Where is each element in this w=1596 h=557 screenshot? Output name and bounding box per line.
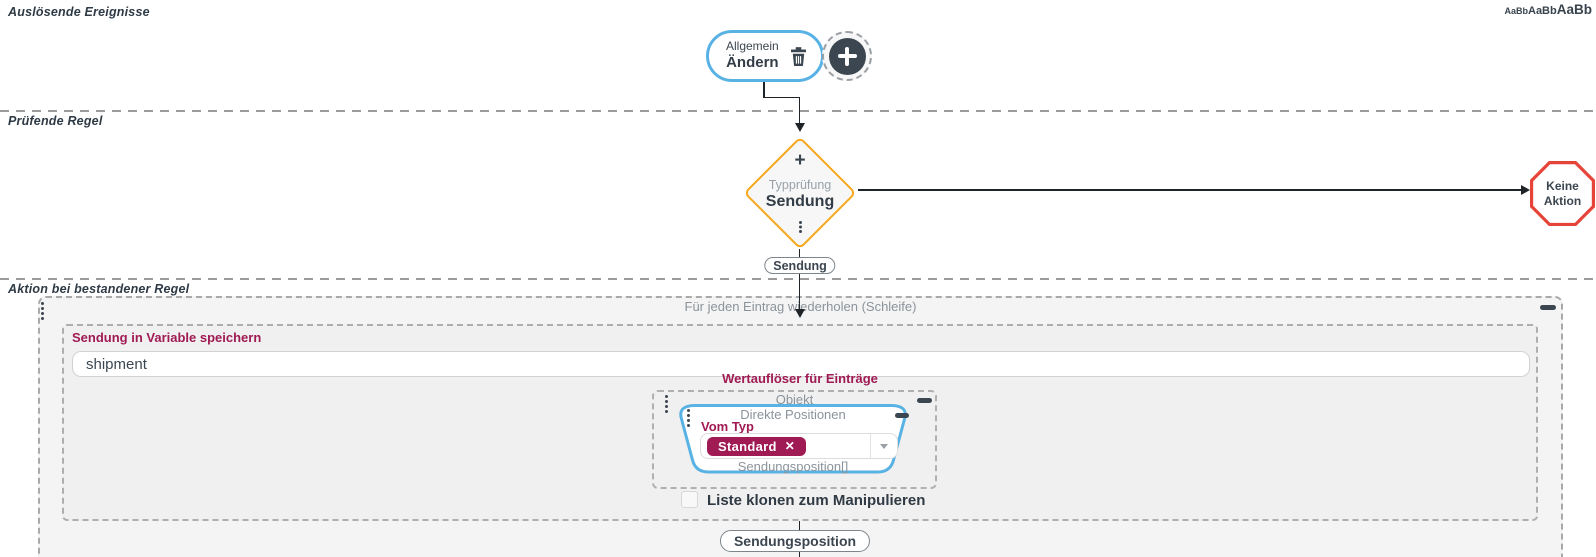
edge-label-sendung: Sendung <box>764 257 836 274</box>
drag-handle-icon[interactable] <box>687 409 690 412</box>
connector-line <box>763 82 765 98</box>
trigger-node-text: Allgemein Ändern <box>726 39 779 72</box>
result-type-hint: Sendungsposition[] <box>737 459 849 474</box>
chip-label: Standard <box>718 438 777 454</box>
section-label-triggering-events: Auslösende Ereignisse <box>8 5 150 19</box>
delete-trigger-button[interactable] <box>789 46 808 67</box>
collapse-positions-button[interactable] <box>895 413 909 418</box>
section-divider <box>0 278 1596 280</box>
rule-category: Typprüfung <box>768 178 832 192</box>
section-label-action-on-passed-rule: Aktion bei bestandener Regel <box>8 282 190 296</box>
font-size-large[interactable]: AaBb <box>1556 2 1592 17</box>
vom-typ-label: Vom Typ <box>701 419 754 434</box>
remove-chip-icon[interactable]: ✕ <box>784 439 796 453</box>
arrowhead-down-icon <box>794 309 805 318</box>
drag-handle-icon[interactable] <box>41 302 44 305</box>
edge-label-sendungsposition: Sendungsposition <box>719 530 871 552</box>
rule-node-content: + Typprüfung Sendung <box>740 142 860 248</box>
no-action-label: Keine Aktion <box>1533 164 1592 223</box>
connector-line <box>763 96 800 98</box>
collapse-object-button[interactable] <box>917 398 932 403</box>
rule-name: Sendung <box>765 192 835 210</box>
positions-container-title: Direkte Positionen <box>740 407 846 422</box>
clone-list-label: Liste klonen zum Manipulieren <box>707 492 926 509</box>
type-select-dropdown[interactable]: Standard ✕ <box>700 433 898 459</box>
add-condition-button[interactable]: + <box>794 150 806 171</box>
arrowhead-down-icon <box>794 123 805 132</box>
object-resolver-container[interactable] <box>652 390 937 489</box>
save-variable-label: Sendung in Variable speichern <box>72 330 262 345</box>
arrowhead-right-icon <box>1521 184 1530 195</box>
collapse-loop-button[interactable] <box>1540 305 1556 310</box>
selected-type-chip[interactable]: Standard ✕ <box>707 436 807 456</box>
add-trigger-button[interactable] <box>822 31 872 81</box>
connector-line <box>858 189 1521 191</box>
plus-icon <box>828 37 866 75</box>
no-action-node[interactable]: Keine Aktion <box>1530 161 1595 226</box>
clone-list-checkbox[interactable] <box>681 491 698 508</box>
trigger-category: Allgemein <box>726 39 779 54</box>
value-resolver-label: Wertauflöser für Einträge <box>722 371 878 386</box>
object-resolver-title: Objekt <box>775 392 814 407</box>
connector-line <box>798 249 801 260</box>
section-divider <box>0 110 1596 112</box>
font-size-medium[interactable]: AaBb <box>1528 5 1557 17</box>
drag-handle-icon[interactable] <box>665 395 668 398</box>
dropdown-toggle[interactable] <box>870 434 897 458</box>
loop-title: Für jeden Eintrag wiederholen (Schleife) <box>684 299 917 314</box>
font-size-small[interactable]: AaBb <box>1504 6 1528 16</box>
chevron-down-icon <box>880 443 888 449</box>
connector-line <box>798 274 801 310</box>
variable-name-input[interactable] <box>72 351 1530 377</box>
trigger-node-allgemein-aendern[interactable]: Allgemein Ändern <box>706 30 824 82</box>
section-label-checking-rule: Prüfende Regel <box>8 114 103 128</box>
connector-line <box>798 96 801 124</box>
trash-icon <box>790 46 806 66</box>
kebab-menu-icon[interactable] <box>798 221 802 225</box>
trigger-name: Ändern <box>726 54 779 72</box>
